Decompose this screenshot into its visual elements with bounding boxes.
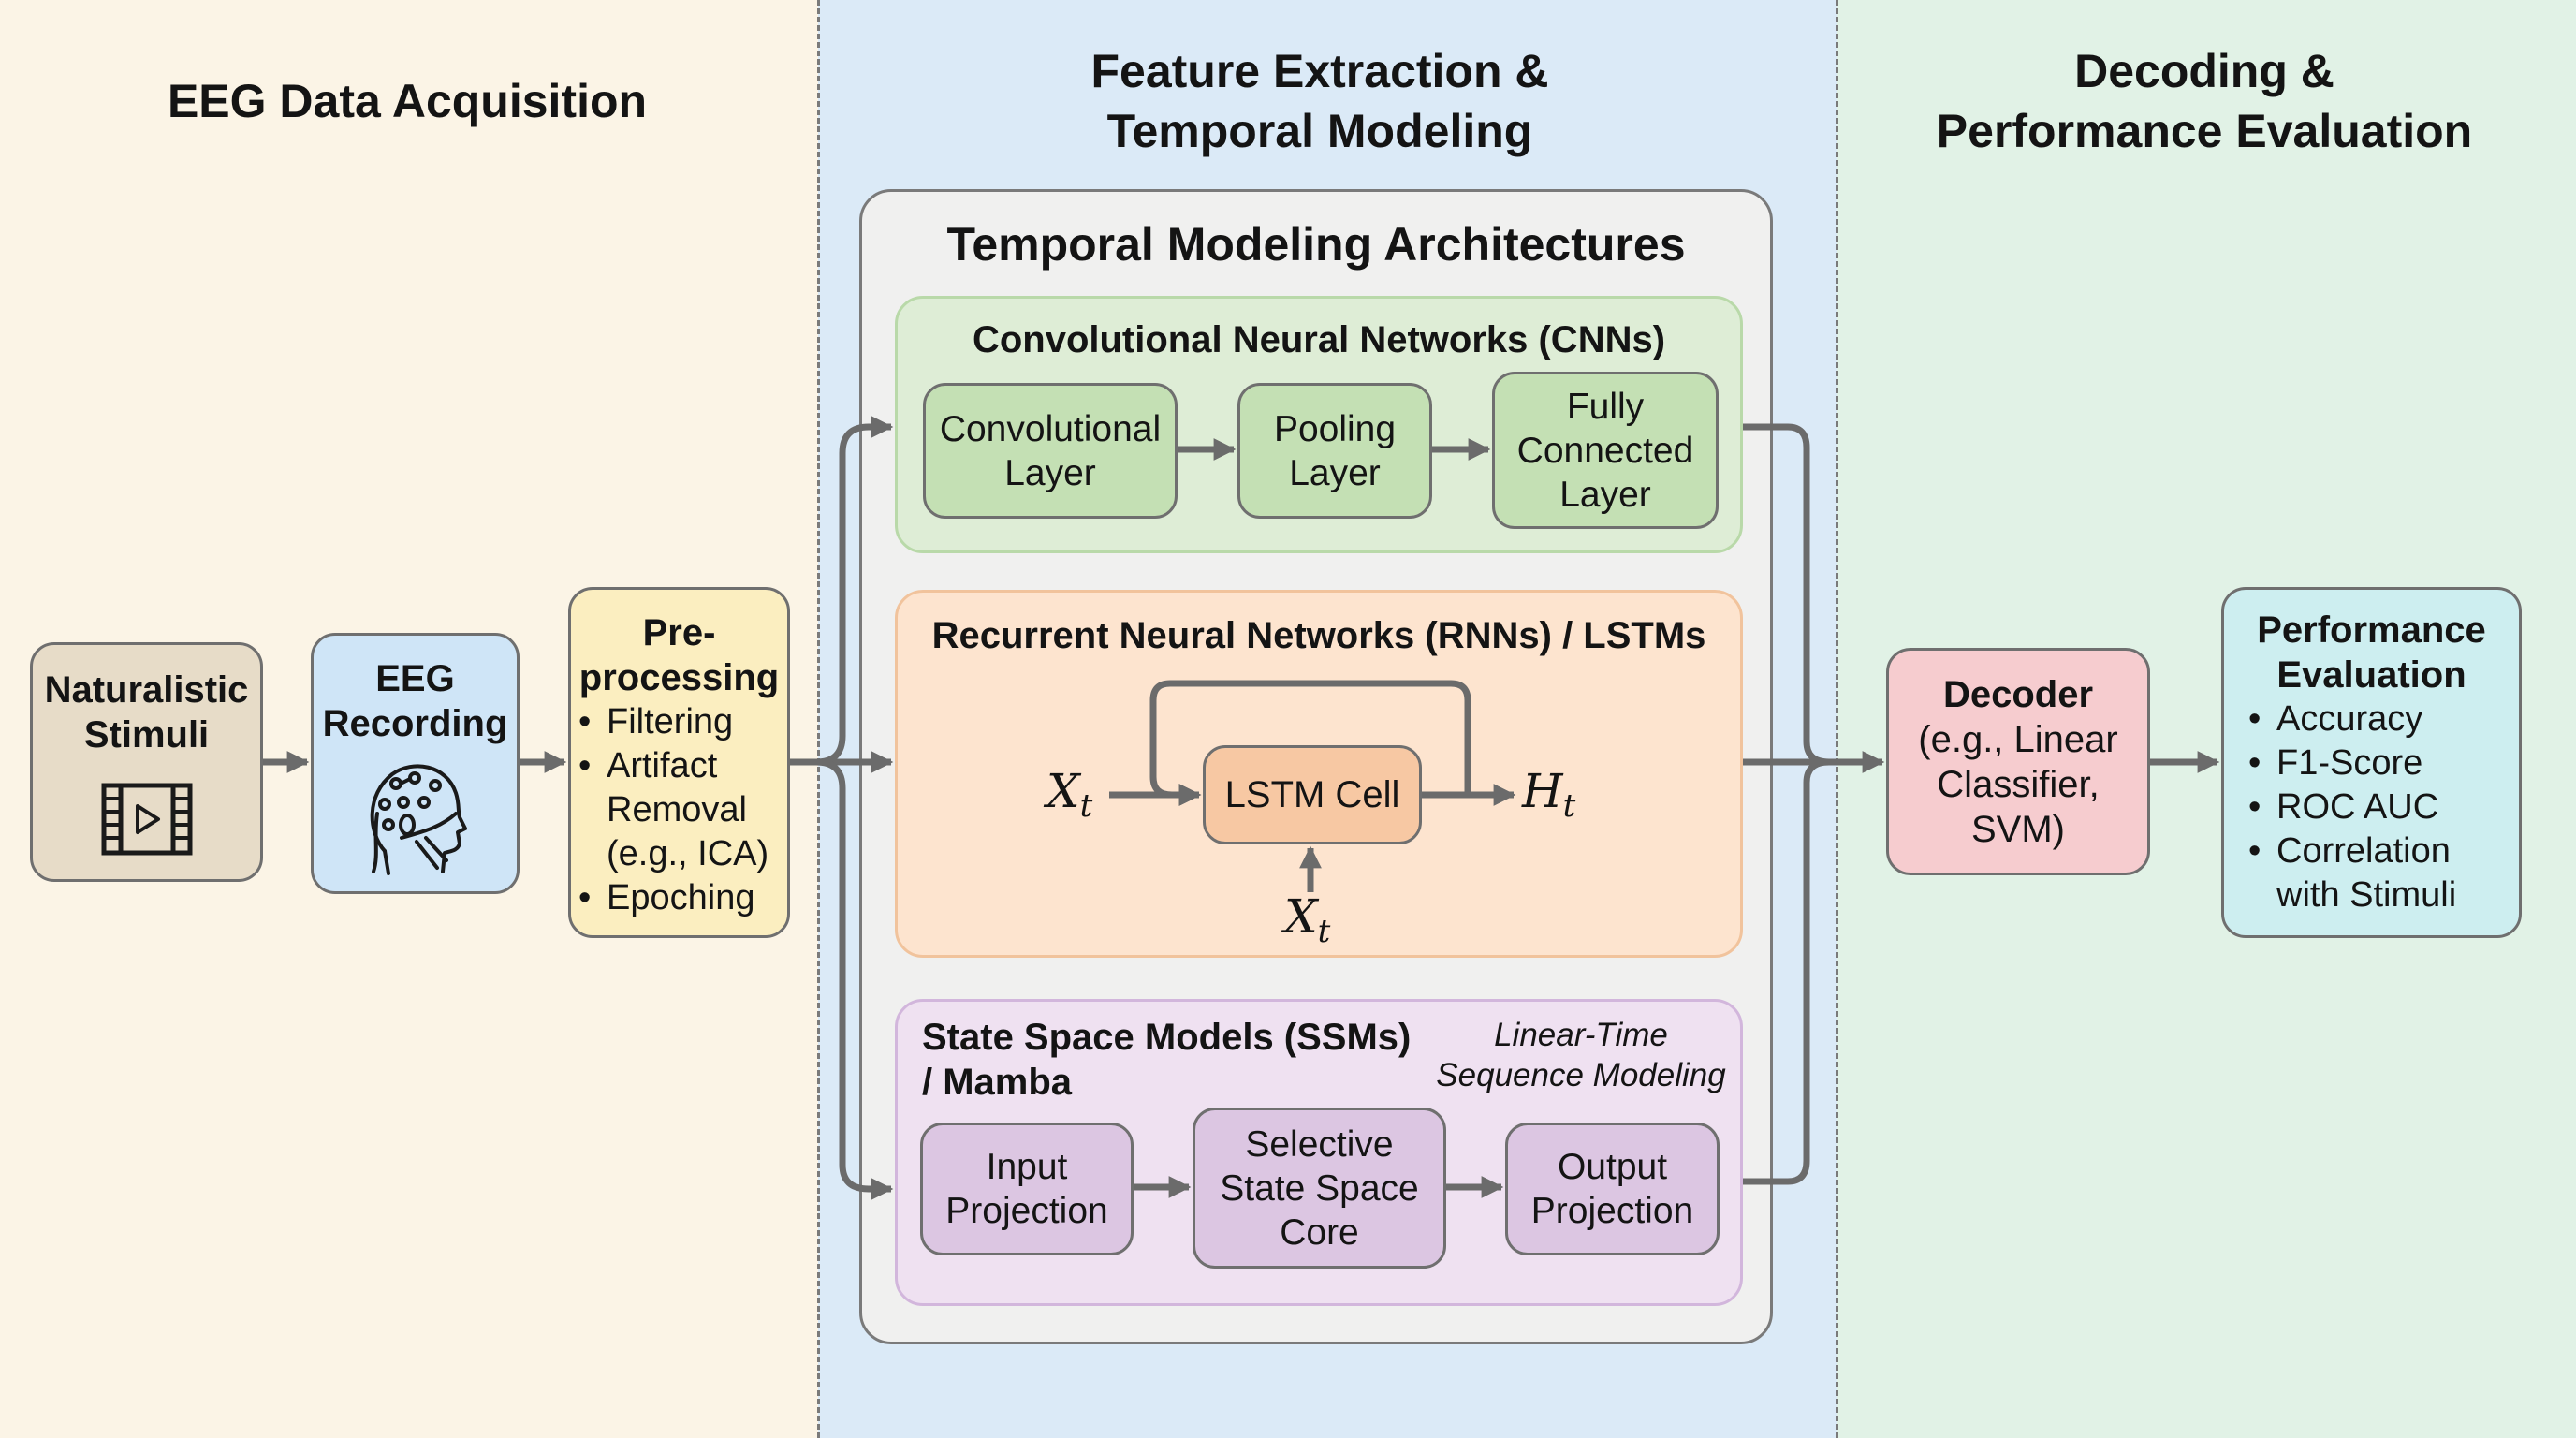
cnn-block-label: Pooling xyxy=(1273,408,1397,449)
lstm-cell: LSTM Cell xyxy=(1203,745,1422,844)
decoder-title: Decoder xyxy=(1942,673,2094,715)
recurrent-loop-arrow xyxy=(1149,680,1471,806)
rnn-output-symbol: Ht xyxy=(1522,764,1575,825)
rnn-output-subscript: t xyxy=(1562,787,1576,825)
cnn-block-label: Connected xyxy=(1516,430,1694,471)
preprocessing-title-line1: Pre- xyxy=(642,612,716,653)
cnn-block-label: Layer xyxy=(1004,452,1096,493)
cnn-title: Convolutional Neural Networks (CNNs) xyxy=(972,319,1666,360)
ssm-block-label: Input xyxy=(986,1147,1068,1187)
ssm-title-line2: / Mamba xyxy=(922,1062,1073,1103)
feature-header-line2: Temporal Modeling xyxy=(1106,105,1533,157)
ssm-block-label: Output xyxy=(1557,1147,1668,1187)
ssm-block-label: State Space xyxy=(1220,1167,1419,1209)
architectures-title: Temporal Modeling Architectures xyxy=(946,218,1686,271)
preprocessing-item: Removal xyxy=(607,790,747,829)
eeg-recording-node: EEG Recording xyxy=(311,633,520,894)
ssm-note-line2: Sequence Modeling xyxy=(1436,1057,1726,1093)
arrow-preprocessing-to-cnn xyxy=(815,416,894,766)
metric-item: Correlation xyxy=(2245,829,2456,873)
performance-title-line2: Evaluation xyxy=(2276,654,2466,696)
rnn-title: Recurrent Neural Networks (RNNs) / LSTMs xyxy=(931,615,1706,656)
decoder-detail-line: SVM) xyxy=(1971,808,2065,850)
preprocessing-item: (e.g., ICA) xyxy=(607,834,769,873)
acquisition-header: EEG Data Acquisition xyxy=(56,71,758,131)
metric-item: ROC AUC xyxy=(2245,785,2456,829)
cnn-block-label: Convolutional xyxy=(939,408,1162,449)
performance-metrics-list: Accuracy F1-Score ROC AUC Correlation wi… xyxy=(2245,697,2456,917)
performance-title-line1: Performance xyxy=(2257,609,2486,651)
preprocessing-node: Pre- processing Filtering Artifact Remov… xyxy=(568,587,790,938)
decoder-node: Decoder (e.g., Linear Classifier, SVM) xyxy=(1886,648,2150,875)
ssm-block-label: Selective xyxy=(1245,1123,1394,1165)
preprocessing-item: Epoching xyxy=(575,876,768,920)
preprocessing-item: Filtering xyxy=(575,700,768,744)
connector-cnn-to-decoder xyxy=(1743,423,1830,766)
recording-title-line1: EEG xyxy=(375,658,455,699)
ssm-note-line1: Linear-Time xyxy=(1494,1017,1668,1053)
section-divider-1 xyxy=(817,0,820,1438)
decoding-header-line1: Decoding & xyxy=(2074,45,2334,97)
stimuli-title-line2: Stimuli xyxy=(83,714,210,756)
rnn-input-letter: X xyxy=(1046,764,1080,818)
cnn-block-label: Layer xyxy=(1559,474,1651,515)
film-play-icon xyxy=(101,783,192,856)
cnn-block-label: Fully xyxy=(1566,386,1645,427)
preprocessing-list: Filtering Artifact Removal (e.g., ICA) E… xyxy=(575,700,768,920)
ssm-note: Linear-Time Sequence Modeling xyxy=(1431,1015,1731,1095)
ssm-block-label: Projection xyxy=(945,1191,1108,1231)
stimuli-title-line1: Naturalistic xyxy=(44,669,249,711)
metric-item: F1-Score xyxy=(2245,741,2456,785)
lstm-cell-label: LSTM Cell xyxy=(1224,773,1400,815)
ssm-title: State Space Models (SSMs) / Mamba xyxy=(922,1015,1411,1105)
feature-header-line1: Feature Extraction & xyxy=(1090,45,1549,97)
decoding-header: Decoding & Performance Evaluation xyxy=(1853,41,2555,161)
cnn-block-label: Layer xyxy=(1289,452,1381,493)
decoding-header-line2: Performance Evaluation xyxy=(1936,105,2473,157)
decoder-detail-line: (e.g., Linear xyxy=(1918,718,2118,760)
preprocessing-item: Artifact xyxy=(575,744,768,788)
eeg-head-icon xyxy=(370,764,467,875)
feature-header: Feature Extraction & Temporal Modeling xyxy=(936,41,1704,161)
acquisition-header-text: EEG Data Acquisition xyxy=(167,75,648,127)
recording-title-line2: Recording xyxy=(322,703,508,744)
rnn-bottom-subscript: t xyxy=(1317,913,1331,950)
rnn-bottom-input-symbol: Xt xyxy=(1284,889,1330,950)
performance-evaluation-node: Performance Evaluation Accuracy F1-Score… xyxy=(2221,587,2522,938)
arrow-preprocessing-to-ssm xyxy=(815,758,894,1200)
preprocessing-title-line2: processing xyxy=(578,657,780,698)
ssm-title-line1: State Space Models (SSMs) xyxy=(922,1017,1412,1058)
rnn-input-subscript: t xyxy=(1079,787,1093,825)
metric-item: with Stimuli xyxy=(2276,875,2457,915)
ssm-block-label: Projection xyxy=(1530,1191,1694,1231)
naturalistic-stimuli-node: Naturalistic Stimuli xyxy=(30,642,263,882)
metric-item: Accuracy xyxy=(2245,697,2456,741)
decoder-detail-line: Classifier, xyxy=(1937,763,2100,805)
section-divider-2 xyxy=(1836,0,1838,1438)
rnn-bottom-letter: X xyxy=(1284,889,1318,944)
ssm-block-label: Core xyxy=(1280,1211,1359,1253)
connector-ssm-to-decoder xyxy=(1743,758,1830,1185)
rnn-output-letter: H xyxy=(1522,764,1563,818)
rnn-input-symbol: Xt xyxy=(1046,764,1092,825)
